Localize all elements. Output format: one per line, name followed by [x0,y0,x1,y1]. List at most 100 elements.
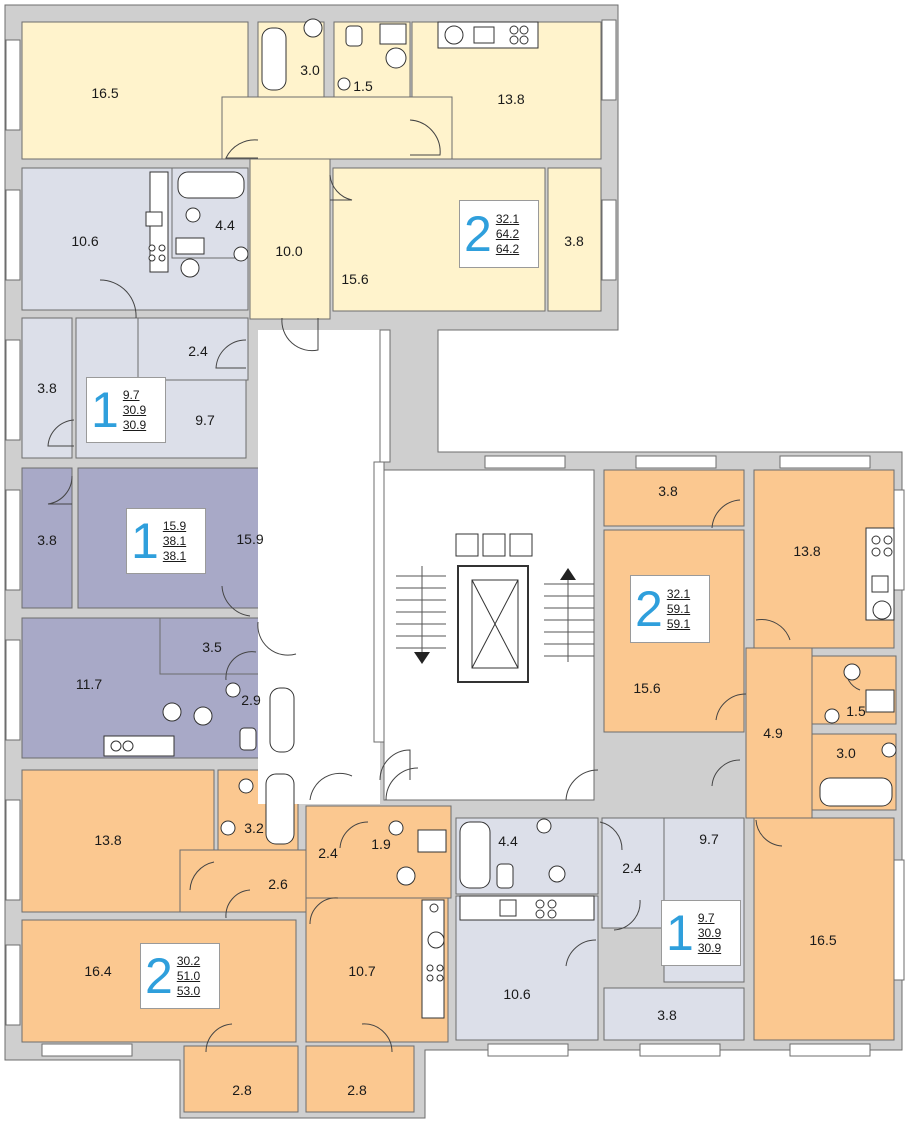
room-area-label: 16.5 [91,85,119,101]
room-area-label: 3.2 [244,820,264,836]
fixtures [103,18,897,1019]
room-area-label: 2.6 [268,876,288,892]
balcony-2-8-a [183,1045,299,1113]
balcony-3-8-bottom [603,987,745,1041]
total-area-full: 53.0 [176,983,201,998]
room-area-label: 15.6 [633,680,661,696]
balcony-3-8-right [603,469,745,527]
bathtub-icon-right [819,777,893,807]
room-16-5-right [753,817,895,1041]
room-area-label: 15.9 [236,531,264,547]
room-area-label: 3.0 [300,62,320,78]
room-area-label: 2.4 [188,343,208,359]
room-count: 2 [464,206,492,262]
balcony-3-8-top [547,167,602,312]
bathtub-icon [261,27,287,91]
balcony-2-8-b [305,1045,415,1113]
total-area: 64.2 [495,226,520,241]
room-area-label: 2.9 [241,692,261,708]
room-area-label: 4.4 [215,217,235,233]
room-area-label: 16.5 [809,932,837,948]
room-area-label: 10.6 [503,986,531,1002]
hall-4-9 [745,647,813,819]
total-area-full: 38.1 [162,548,187,563]
room-count: 2 [635,581,663,637]
bathtub-icon-orange [265,773,295,845]
room-area-label: 4.4 [498,833,518,849]
total-area: 51.0 [176,968,201,983]
apartment-badge: 2 32.1 64.2 64.2 [459,200,539,268]
apartment-badge: 1 9.7 30.9 30.9 [86,377,166,443]
total-area: 30.9 [122,402,147,417]
room-area-label: 9.7 [699,831,719,847]
total-area-full: 59.1 [666,616,691,631]
room-count: 1 [91,382,119,438]
balcony-3-8-purple [21,467,73,609]
total-area: 38.1 [162,533,187,548]
living-area: 32.1 [666,586,691,601]
room-area-label: 4.9 [763,725,783,741]
bathtub-icon-left [177,171,245,199]
room-area-label: 10.7 [348,963,376,979]
living-area: 15.9 [162,518,187,533]
room-16-5-top [21,21,249,160]
apartment-right-orange [603,469,897,1041]
total-area-full: 30.9 [122,417,147,432]
stair-steps-left [396,566,446,652]
living-area: 30.2 [176,953,201,968]
door-swings [47,119,861,1053]
room-area-label: 3.0 [836,745,856,761]
arrow-down-icon [414,652,430,664]
hall-2-6 [179,849,311,913]
room-area-label: 1.5 [846,703,866,719]
room-area-label: 3.8 [37,532,57,548]
room-area-label: 1.5 [353,78,373,94]
living-area: 32.1 [495,211,520,226]
elevator-shaft [457,565,529,683]
toilet-icon [345,25,363,47]
sink-icon [303,18,323,38]
total-area-full: 30.9 [697,940,722,955]
room-area-label: 16.4 [84,963,112,979]
arrow-up-icon [560,568,576,580]
apartment-badge: 2 30.2 51.0 53.0 [140,943,220,1009]
apartment-bottom-left-orange [21,769,452,1113]
room-area-label: 13.8 [94,832,122,848]
stairwell [258,329,595,804]
room-area-label: 3.8 [37,380,57,396]
room-area-label: 15.6 [341,271,369,287]
room-area-label: 3.8 [657,1007,677,1023]
room-area-label: 1.9 [371,836,391,852]
total-area: 30.9 [697,925,722,940]
room-count: 1 [131,513,159,569]
room-count: 2 [145,948,173,1004]
total-area-full: 64.2 [495,241,520,256]
living-area: 9.7 [697,910,715,925]
apartment-badge: 1 15.9 38.1 38.1 [126,508,206,574]
room-count: 1 [666,905,694,961]
room-area-label: 3.8 [564,233,584,249]
hall-2-4-bottom [601,817,665,929]
room-area-label: 2.4 [622,860,642,876]
room-area-label: 3.5 [202,639,222,655]
apartment-badge: 1 9.7 30.9 30.9 [661,900,741,966]
room-area-label: 3.8 [658,483,678,499]
total-area: 59.1 [666,601,691,616]
bathtub-icon-purple [269,687,295,753]
stair-steps-right [544,580,594,662]
hall-2-4-left [137,317,249,381]
room-area-label: 2.8 [347,1082,367,1098]
room-area-label: 11.7 [75,676,103,692]
room-area-label: 10.6 [71,233,99,249]
apartment-badge: 2 32.1 59.1 59.1 [630,575,710,643]
room-area-label: 10.0 [275,243,303,259]
living-area: 9.7 [122,387,140,402]
windows [5,19,905,1057]
room-area-label: 13.8 [497,91,525,107]
room-area-label: 9.7 [195,412,215,428]
room-area-label: 13.8 [793,543,821,559]
room-area-label: 2.8 [232,1082,252,1098]
balcony-3-8-left [21,317,73,459]
corridor-top [221,96,453,160]
